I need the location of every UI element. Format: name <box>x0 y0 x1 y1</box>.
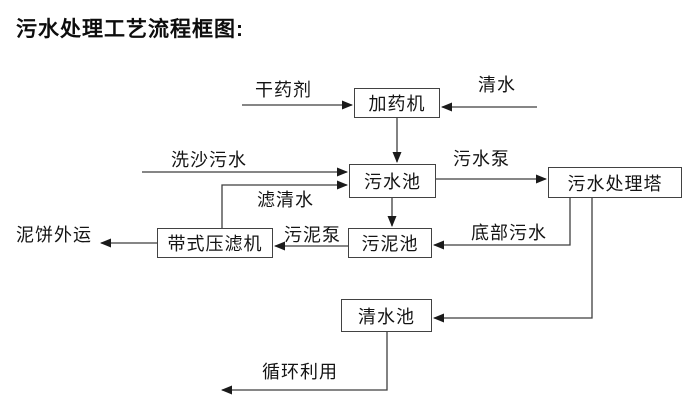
node-label-sludge-pool: 污泥池 <box>361 234 419 254</box>
label-bottom-sewage: 底部污水 <box>471 223 547 243</box>
flow-arrow-filtered-water-in <box>221 180 348 228</box>
node-dosing-machine: 加药机 <box>354 88 440 118</box>
label-dry-agent: 干药剂 <box>255 80 312 100</box>
flow-arrow-clear-water-pool-to-recycle <box>221 332 388 395</box>
flow-arrow-tower-bottom-to-sludge-pool <box>433 198 571 250</box>
node-treatment-tower: 污水处理塔 <box>548 167 682 198</box>
label-mud-cake-out: 泥饼外运 <box>16 225 92 245</box>
label-filtered-water: 滤清水 <box>257 190 314 210</box>
node-label-treatment-tower: 污水处理塔 <box>567 173 663 194</box>
label-recycle-use: 循环利用 <box>262 362 338 382</box>
node-clear-water-pool: 清水池 <box>341 299 432 332</box>
diagram-title: 污水处理工艺流程框图: <box>16 18 244 41</box>
node-label-sewage-pool: 污水池 <box>364 172 421 192</box>
node-sludge-pool: 污泥池 <box>348 228 432 258</box>
node-belt-filter-press: 带式压滤机 <box>157 228 273 258</box>
flow-arrow-tower-to-clear-water-pool <box>433 198 593 323</box>
label-sand-washing-sewage: 洗沙污水 <box>171 150 247 170</box>
node-label-clear-water-pool: 清水池 <box>358 306 415 327</box>
node-label-dosing-machine: 加药机 <box>368 94 426 114</box>
label-sewage-pump: 污水泵 <box>453 149 510 169</box>
label-sludge-pump: 污泥泵 <box>284 225 341 245</box>
node-label-belt-filter-press: 带式压滤机 <box>167 234 263 254</box>
node-sewage-pool: 污水池 <box>349 164 436 198</box>
label-clear-water: 清水 <box>478 75 516 95</box>
